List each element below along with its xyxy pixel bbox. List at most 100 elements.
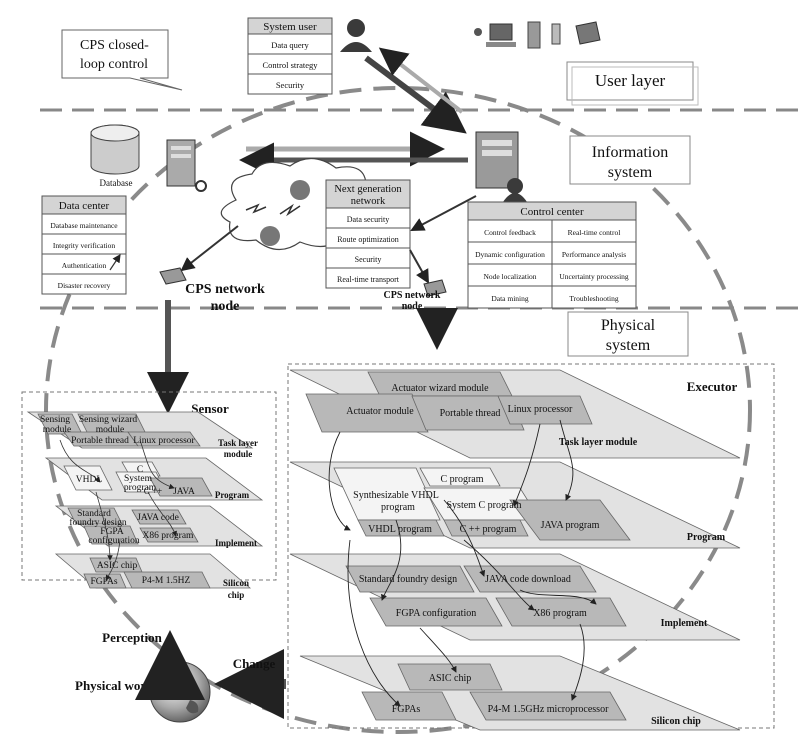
exec-impl-box-fpga bbox=[369, 597, 503, 627]
sensor-java: JAVA bbox=[173, 487, 195, 497]
physical-layer-label-1: Physical bbox=[601, 317, 656, 334]
sensor-impl-box-std bbox=[67, 507, 123, 525]
exec-curve-2 bbox=[512, 423, 541, 507]
exec-layer-implement: Implement bbox=[661, 618, 708, 629]
db-server-icon bbox=[166, 139, 207, 192]
control-center-left-1: Dynamic configuration bbox=[475, 250, 545, 259]
exec-impl-box-std bbox=[345, 565, 475, 593]
exec-layer-silicon: Silicon chip bbox=[651, 716, 701, 727]
control-center-table: Control center Control feedback Real-tim… bbox=[467, 201, 637, 309]
data-center-item-0: Database maintenance bbox=[50, 221, 118, 230]
sensor-silicon-box-fpgas bbox=[83, 573, 127, 589]
sensor-cpp: C ++ bbox=[144, 486, 162, 496]
sensor-sensing-2: module bbox=[43, 425, 72, 435]
control-center-left-0: Control feedback bbox=[484, 228, 536, 237]
user-layer-box bbox=[566, 61, 694, 101]
exec-synth-1: Synthesizable VHDL bbox=[353, 490, 439, 501]
control-center-right-0: Real-time control bbox=[568, 228, 621, 237]
cps-node-mid-icon bbox=[423, 279, 447, 297]
next-gen-title-2: network bbox=[351, 196, 386, 207]
sensor-p4: P4-M 1.5HZ bbox=[142, 576, 191, 586]
cps-node-left-icon bbox=[159, 267, 187, 285]
exec-curve-1 bbox=[328, 431, 351, 531]
user-layer-shadow bbox=[571, 66, 699, 106]
link-cloud-to-node bbox=[180, 225, 239, 272]
exec-synth-2: program bbox=[381, 502, 415, 513]
exec-cpp-program: C ++ program bbox=[460, 524, 517, 535]
next-gen-item-1: Route optimization bbox=[337, 235, 399, 244]
exec-silicon-box-fpgas bbox=[361, 691, 457, 721]
sensor-system-2: program bbox=[124, 483, 157, 493]
sensor-curve-5 bbox=[105, 539, 121, 581]
sensor-asic: ASIC chip bbox=[97, 561, 138, 571]
link-datacenter-loop bbox=[109, 254, 121, 271]
control-center-title: Control center bbox=[520, 206, 584, 218]
exec-curve-9 bbox=[347, 539, 401, 707]
database-label: Database bbox=[100, 178, 133, 188]
exec-curve-8 bbox=[419, 627, 457, 673]
sensor-system-1: System bbox=[124, 474, 153, 484]
cps-loop-callout: CPS closed- loop control bbox=[61, 29, 183, 91]
exec-vhdl-program: VHDL program bbox=[368, 524, 432, 535]
cps-node-left-label-1: CPS network bbox=[185, 282, 265, 297]
system-user-item-1: Control strategy bbox=[262, 60, 318, 70]
system-user-table: System user Data query Control strategy … bbox=[247, 17, 333, 95]
sensor-task-box-linux bbox=[127, 431, 201, 447]
lightning-1 bbox=[245, 203, 267, 214]
exec-task-box-linux bbox=[497, 395, 593, 425]
sensor-layer-task-2: module bbox=[224, 449, 253, 459]
user-layer-label: User layer bbox=[595, 71, 666, 90]
cps-node-left-label-2: node bbox=[211, 299, 240, 314]
cps-loop-label-1: CPS closed- bbox=[80, 38, 149, 53]
control-center-right-1: Performance analysis bbox=[562, 250, 626, 259]
sensor-linux: Linux processor bbox=[133, 436, 195, 446]
sensor-program-box-java bbox=[149, 477, 213, 497]
data-center-item-2: Authentication bbox=[62, 261, 107, 270]
sensor-x86: X86 program bbox=[143, 531, 195, 541]
data-center-item-1: Integrity verification bbox=[53, 241, 116, 250]
exec-curve-6 bbox=[519, 589, 597, 605]
data-center-table: Data center Database maintenance Integri… bbox=[41, 195, 127, 295]
sensor-fpga-2: configuration bbox=[88, 535, 139, 546]
sensor-impl-box-java bbox=[131, 509, 187, 525]
cps-node-mid-label-2: node bbox=[402, 301, 423, 312]
sensor-program-box-vhdl bbox=[63, 465, 113, 491]
sensor-layer-silicon-2: chip bbox=[228, 590, 245, 600]
exec-curve-5 bbox=[443, 499, 486, 577]
cps-node-mid-label-1: CPS network bbox=[384, 290, 441, 301]
user-icon bbox=[340, 19, 372, 52]
exec-silicon-box-asic bbox=[397, 663, 503, 691]
exec-actuator: Actuator module bbox=[346, 406, 414, 417]
sensor-impl-box-fpga bbox=[83, 525, 139, 545]
exec-asic: ASIC chip bbox=[429, 673, 472, 684]
devices-icon bbox=[474, 21, 601, 49]
cps-closed-loop-ellipse bbox=[44, 86, 752, 734]
sensor-layer-task-1: Task layer bbox=[218, 438, 258, 448]
sensor-layer-silicon-1: Silicon bbox=[223, 578, 249, 588]
exec-curve-7 bbox=[463, 539, 535, 611]
exec-task-box-actuator bbox=[305, 393, 429, 433]
exec-curve-3 bbox=[559, 419, 574, 501]
control-center-right-3: Troubleshooting bbox=[569, 294, 619, 303]
sensor-wizard-2: module bbox=[96, 425, 125, 435]
physical-layer-box bbox=[567, 311, 689, 357]
exec-portable: Portable thread bbox=[440, 408, 501, 419]
sensor-title: Sensor bbox=[191, 401, 229, 416]
exec-std: Standard foundry design bbox=[359, 574, 457, 585]
exec-linux: Linux processor bbox=[508, 404, 573, 415]
data-center-title: Data center bbox=[59, 200, 110, 212]
sensor-std-1: Standard bbox=[77, 509, 111, 519]
exec-impl-box-java bbox=[463, 565, 597, 593]
exec-c-program: C program bbox=[440, 474, 483, 485]
system-user-item-0: Data query bbox=[271, 40, 309, 50]
sensor-vhdl: VHDL bbox=[76, 475, 103, 485]
sensor-portable: Portable thread bbox=[71, 436, 129, 446]
exec-program-box-vhdl bbox=[357, 519, 445, 537]
control-center-right-2: Uncertainty processing bbox=[559, 272, 629, 281]
information-layer-box bbox=[569, 135, 691, 185]
sensor-sensing-1: Sensing bbox=[40, 415, 70, 425]
exec-p4: P4-M 1.5GHz microprocessor bbox=[488, 704, 609, 715]
next-gen-title-1: Next generation bbox=[334, 184, 402, 195]
next-gen-network-table: Next generation network Data security Ro… bbox=[325, 179, 411, 289]
physical-world-label: Physical world bbox=[75, 678, 158, 693]
